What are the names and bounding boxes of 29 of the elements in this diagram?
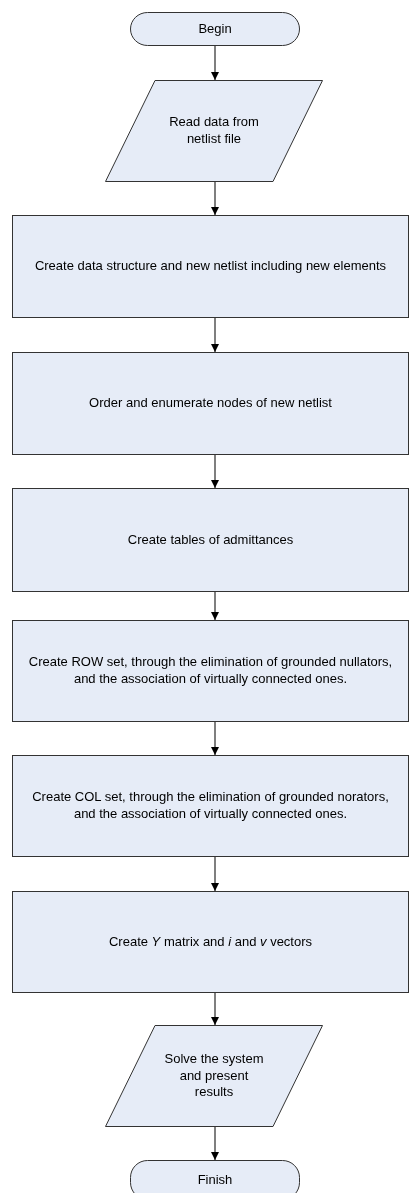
step-text: Finish: [197, 1171, 233, 1189]
arrow: [211, 721, 219, 756]
process-box: [12, 215, 409, 318]
process-box: [12, 352, 409, 455]
arrow: [211, 45, 219, 81]
step-text: Order and enumerate nodes of new netlist: [89, 395, 332, 412]
step-text: Begin: [198, 20, 232, 38]
step-text: Create COL set, through the elimination of grounded norators, and the association of virtually connected ones.: [31, 789, 390, 823]
process-box: [12, 755, 409, 857]
arrow: [211, 181, 219, 216]
process-box: [12, 891, 409, 993]
terminator-shape: [130, 12, 300, 46]
step-text: Create Y matrix and i and v vectors: [108, 933, 313, 951]
step-text: Create data structure and new netlist including new elements: [34, 258, 387, 275]
process-box: [12, 488, 409, 592]
step-text: Create ROW set, through the elimination of grounded nullators, and the association of virtually connected ones.: [27, 654, 394, 688]
step-text: Solve the system and present results: [163, 1051, 265, 1101]
step-text: Read data from netlist file: [168, 114, 260, 148]
arrow: [211, 591, 219, 621]
arrow: [211, 856, 219, 892]
arrow: [211, 454, 219, 489]
process-box: [12, 620, 409, 722]
arrow: [211, 317, 219, 353]
terminator-shape: [130, 1160, 300, 1193]
input-output-parallelogram: [105, 1025, 323, 1127]
input-output-parallelogram: [105, 80, 323, 182]
step-text: Create tables of admittances: [127, 531, 294, 549]
arrow: [211, 1126, 219, 1161]
arrow: [211, 992, 219, 1026]
